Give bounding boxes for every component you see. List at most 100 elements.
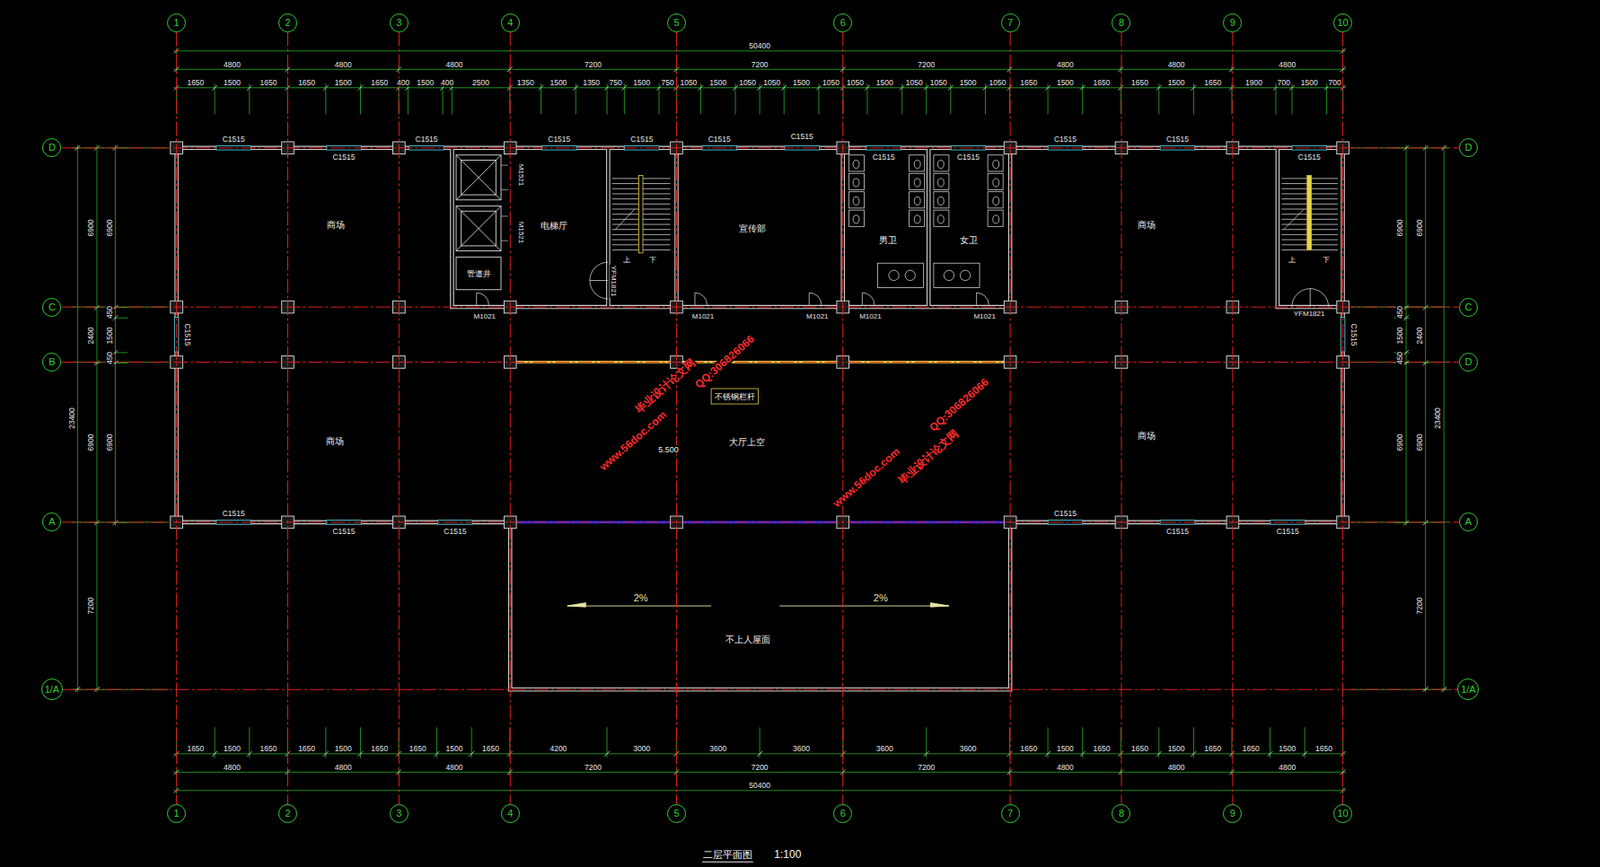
- toilet-fixture: [914, 178, 921, 187]
- dimension-text: 1500: [334, 79, 353, 88]
- axis-number: 3: [395, 808, 402, 819]
- dimension-text: 1050: [988, 79, 1008, 88]
- stair-mark: 下: [1321, 256, 1331, 264]
- extension-line: [1351, 148, 1450, 690]
- toilet-fixture: [993, 159, 1000, 168]
- window-tag: C1515: [956, 153, 981, 162]
- axis-bubble: D: [42, 138, 62, 158]
- room-name: 电梯厅: [539, 221, 569, 231]
- dimension-text: 1050: [738, 79, 757, 88]
- window-tag: C1515: [1053, 134, 1078, 143]
- title-underline: [702, 861, 754, 863]
- toilet-fixture: [909, 192, 925, 209]
- dimension-line: [113, 360, 119, 367]
- toilet-fixture: [937, 196, 944, 205]
- dimension-text: 7200: [750, 60, 770, 69]
- toilet-fixture: [852, 196, 860, 205]
- dimension-text: 4800: [1277, 60, 1297, 69]
- window-tag: C1515: [414, 134, 440, 143]
- extension-line: [71, 148, 1450, 690]
- dimension-text: 1650: [185, 745, 205, 754]
- door-swing: [589, 262, 608, 299]
- axis-bubble: 4: [501, 13, 520, 33]
- dimension-text: 1500: [1396, 325, 1405, 345]
- axis-number: C: [48, 302, 56, 313]
- room-name: 女卫: [958, 236, 979, 246]
- window-tag: C1515: [1165, 134, 1190, 143]
- dimension-text: 2400: [1415, 325, 1425, 345]
- elevator-shaft: [456, 256, 502, 290]
- dimension-line: [1443, 144, 1445, 693]
- watermark: 毕业设计论文网: [896, 427, 962, 486]
- dimension-line: [1007, 85, 1013, 91]
- stair: [612, 178, 640, 251]
- toilet-fixture: [959, 270, 970, 281]
- axis-bubble: 2: [278, 804, 298, 824]
- dimension-line: [899, 85, 906, 91]
- dimension-line: [1229, 751, 1235, 757]
- dimension-line: [923, 85, 930, 91]
- dimension-text: 7200: [1415, 597, 1425, 616]
- dimension-text: 450: [105, 351, 114, 366]
- dimension-text: 6900: [105, 433, 114, 453]
- dimension-text: 1650: [1203, 745, 1222, 754]
- toilet-fixture: [993, 178, 1000, 187]
- slope-mark: 2%: [632, 592, 650, 603]
- dimension-text: 1350: [581, 79, 601, 88]
- note-text: 不锈钢栏杆: [713, 392, 757, 401]
- dimension-text: 3600: [791, 745, 811, 754]
- dimension-text: 1900: [1244, 79, 1264, 88]
- axis-number: 8: [1118, 17, 1125, 28]
- dimension-text: 1500: [548, 79, 568, 88]
- dimension-text: 750: [608, 79, 624, 88]
- dimension-text: 1650: [259, 79, 279, 88]
- dimension-line: [113, 305, 119, 311]
- wall: [176, 148, 1344, 690]
- dimension-text: 1050: [929, 79, 949, 88]
- note-text: 5.500: [657, 446, 680, 455]
- dimension-line: [1156, 85, 1162, 91]
- axis-bubble: 9: [1222, 13, 1242, 33]
- window-tag: C1515: [442, 527, 467, 537]
- toilet-fixture: [987, 210, 1003, 227]
- toilet-fixture: [909, 210, 925, 227]
- axis-bubble: C: [1459, 298, 1478, 317]
- axis-bubble: 6: [833, 804, 853, 824]
- dimension-text: 1500: [791, 79, 811, 88]
- watermark: www.56doc.com: [830, 445, 903, 510]
- dimension-text: 3600: [958, 745, 978, 754]
- dimension-line: [113, 315, 119, 321]
- toilet-fixture: [933, 263, 980, 288]
- dimension-line: [74, 47, 1448, 794]
- dimension-text: 1650: [297, 745, 317, 754]
- toilet-fixture: [937, 178, 944, 187]
- axis-bubble: B: [42, 352, 62, 372]
- toilet-fixture: [852, 215, 860, 224]
- axis-bubble: 10: [1333, 804, 1353, 824]
- toilet-fixture: [943, 270, 954, 281]
- dimension-text: 1650: [259, 745, 279, 754]
- axis-bubble: 10: [1333, 13, 1353, 33]
- dimension-line: [1229, 769, 1235, 775]
- dimension-text: 3600: [708, 745, 728, 754]
- dimension-text: 1650: [1130, 79, 1150, 88]
- room-name: 大厅上空: [728, 438, 766, 448]
- dimension-line: [468, 751, 475, 757]
- toilet-fixture: [852, 178, 860, 187]
- door-swing: [694, 292, 708, 306]
- axis-bubble: D: [1459, 138, 1478, 158]
- dimension-text: 1650: [369, 79, 389, 88]
- door-swing: [1292, 289, 1329, 308]
- axis-number: 1/A: [44, 685, 61, 695]
- dimension-text: 1500: [444, 745, 464, 754]
- axis-bubble: 5: [667, 13, 686, 33]
- elevator-shaft: [456, 206, 502, 252]
- dimension-text: 7200: [87, 597, 96, 616]
- dimension-text: 400: [395, 79, 411, 88]
- window-tag: C1515: [1053, 509, 1078, 518]
- window-tag: C1515: [221, 134, 247, 143]
- dimension-text: 23400: [1433, 407, 1442, 431]
- dimension-line: [113, 350, 119, 356]
- dimension-text: 6900: [1396, 433, 1405, 453]
